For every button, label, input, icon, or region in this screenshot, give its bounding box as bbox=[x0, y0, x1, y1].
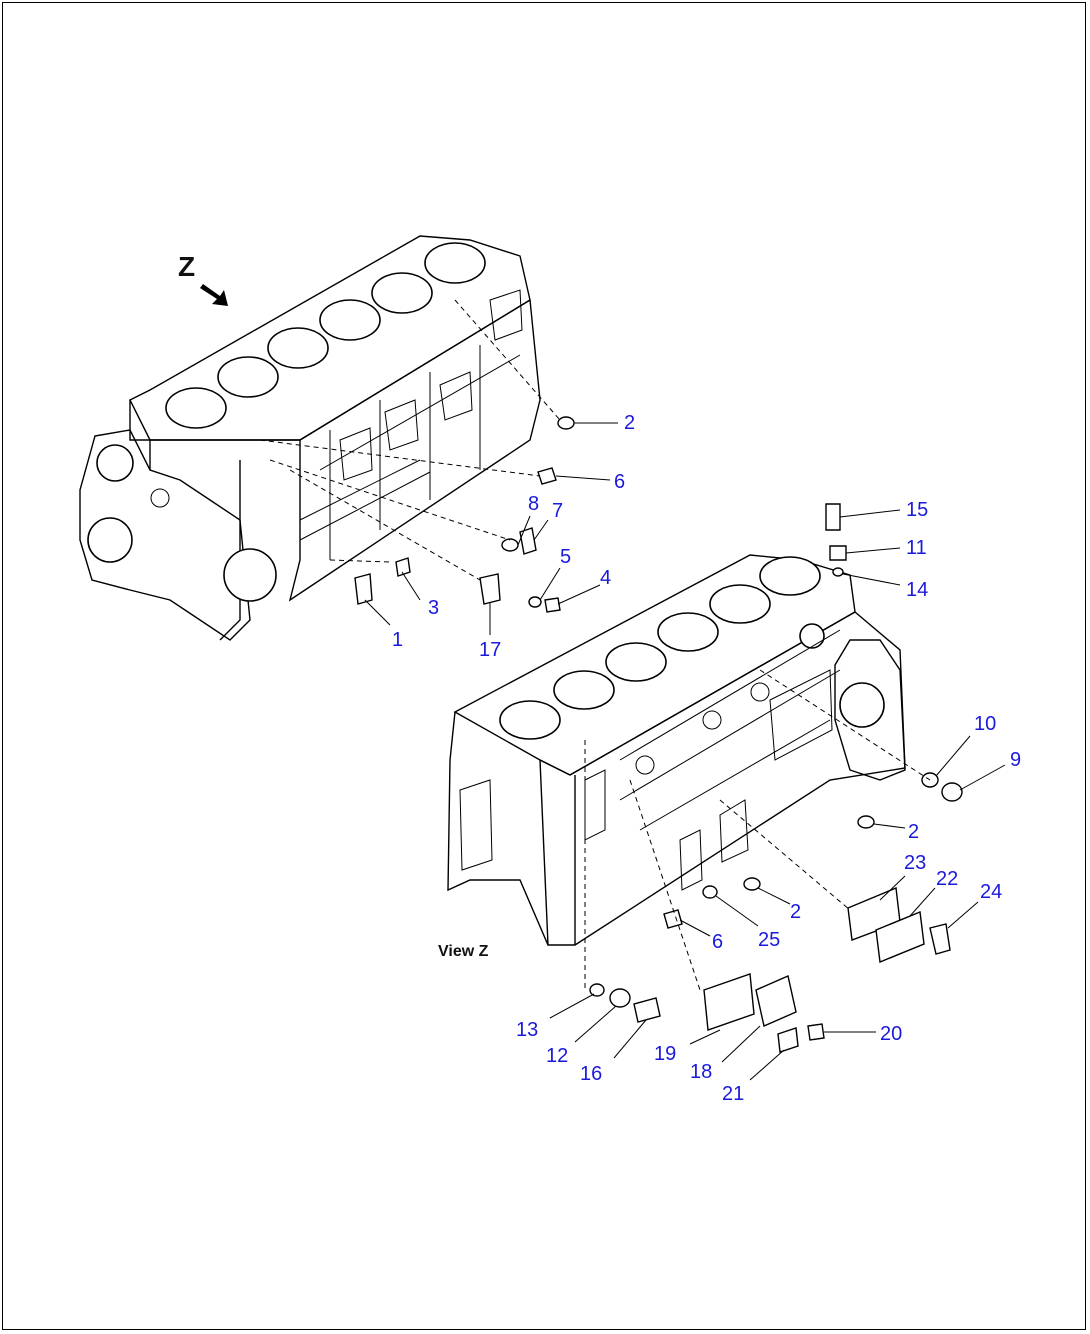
callout-2: 2 bbox=[624, 412, 635, 434]
callout-12: 12 bbox=[546, 1045, 568, 1067]
callout-7: 7 bbox=[552, 500, 563, 522]
callout-21: 21 bbox=[722, 1083, 744, 1105]
callout-19: 19 bbox=[654, 1043, 676, 1065]
view-z-letter: Z bbox=[178, 251, 195, 282]
callout-9: 9 bbox=[1010, 749, 1021, 771]
upper-parts bbox=[354, 416, 575, 613]
callout-10: 10 bbox=[974, 713, 996, 735]
callout-4: 4 bbox=[600, 567, 611, 589]
lower-cylinder-block bbox=[447, 554, 906, 946]
callout-numbers: 1 2 2 2 3 4 5 6 6 7 8 9 10 11 12 13 14 1… bbox=[392, 412, 1021, 1105]
callout-24: 24 bbox=[980, 881, 1002, 903]
callout-22: 22 bbox=[936, 868, 958, 890]
callout-25: 25 bbox=[758, 929, 780, 951]
view-caption: View Z bbox=[438, 943, 489, 960]
callout-16: 16 bbox=[580, 1063, 602, 1085]
callout-20: 20 bbox=[880, 1023, 902, 1045]
callout-18: 18 bbox=[690, 1061, 712, 1083]
view-arrow-icon bbox=[200, 284, 228, 306]
callout-6: 6 bbox=[614, 471, 625, 493]
callout-17: 17 bbox=[479, 639, 501, 661]
callout-14: 14 bbox=[906, 579, 928, 601]
lower-parts bbox=[589, 503, 963, 1053]
leader-lines bbox=[259, 299, 1006, 1081]
callout-11: 11 bbox=[906, 537, 927, 559]
callout-1: 1 bbox=[392, 629, 403, 651]
callout-2c: 2 bbox=[790, 901, 801, 923]
callout-23: 23 bbox=[904, 852, 926, 874]
callout-5: 5 bbox=[560, 546, 571, 568]
callout-6b: 6 bbox=[712, 931, 723, 953]
callout-13: 13 bbox=[516, 1019, 538, 1041]
callout-2b: 2 bbox=[908, 821, 919, 843]
callout-15: 15 bbox=[906, 499, 928, 521]
upper-cylinder-block bbox=[79, 235, 541, 641]
callout-8: 8 bbox=[528, 493, 539, 515]
callout-3: 3 bbox=[428, 597, 439, 619]
